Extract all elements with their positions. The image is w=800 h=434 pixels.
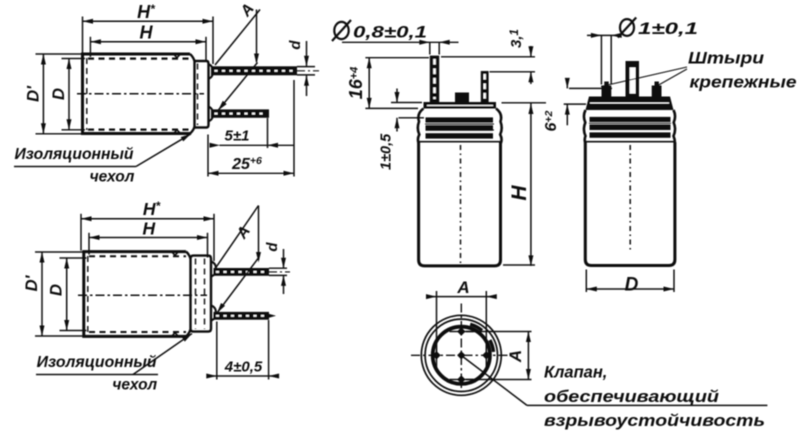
- svg-text:0,8±0,1: 0,8±0,1: [353, 24, 427, 42]
- svg-text:d: d: [264, 242, 281, 252]
- svg-text:A: A: [506, 350, 525, 363]
- svg-text:взрывоустойчивость: взрывоустойчивость: [544, 412, 765, 430]
- svg-text:1±0,1: 1±0,1: [638, 20, 698, 38]
- svg-text:чехол: чехол: [112, 377, 157, 394]
- svg-text:D': D': [23, 275, 41, 292]
- svg-text:H: H: [508, 185, 531, 201]
- svg-text:Изоляционный: Изоляционный: [37, 354, 158, 371]
- svg-text:1±0,5: 1±0,5: [379, 133, 395, 170]
- svg-text:H: H: [142, 218, 155, 238]
- svg-text:D: D: [50, 88, 68, 100]
- svg-text:чехол: чехол: [90, 169, 135, 186]
- svg-text:Клапан,: Клапан,: [544, 364, 607, 382]
- svg-text:Изоляционный: Изоляционный: [15, 146, 135, 163]
- svg-text:крепежные: крепежные: [690, 73, 797, 92]
- svg-text:обеспечивающий: обеспечивающий: [544, 388, 719, 406]
- svg-text:5±1: 5±1: [225, 128, 250, 145]
- svg-text:3,1: 3,1: [508, 29, 525, 48]
- svg-text:d: d: [287, 40, 304, 50]
- svg-text:Штыри: Штыри: [688, 49, 765, 68]
- svg-text:A: A: [456, 278, 469, 297]
- svg-text:D: D: [625, 275, 639, 296]
- svg-text:4±0,5: 4±0,5: [224, 359, 263, 376]
- svg-text:D: D: [48, 284, 66, 296]
- svg-text:D': D': [25, 85, 43, 102]
- svg-text:H: H: [140, 23, 154, 43]
